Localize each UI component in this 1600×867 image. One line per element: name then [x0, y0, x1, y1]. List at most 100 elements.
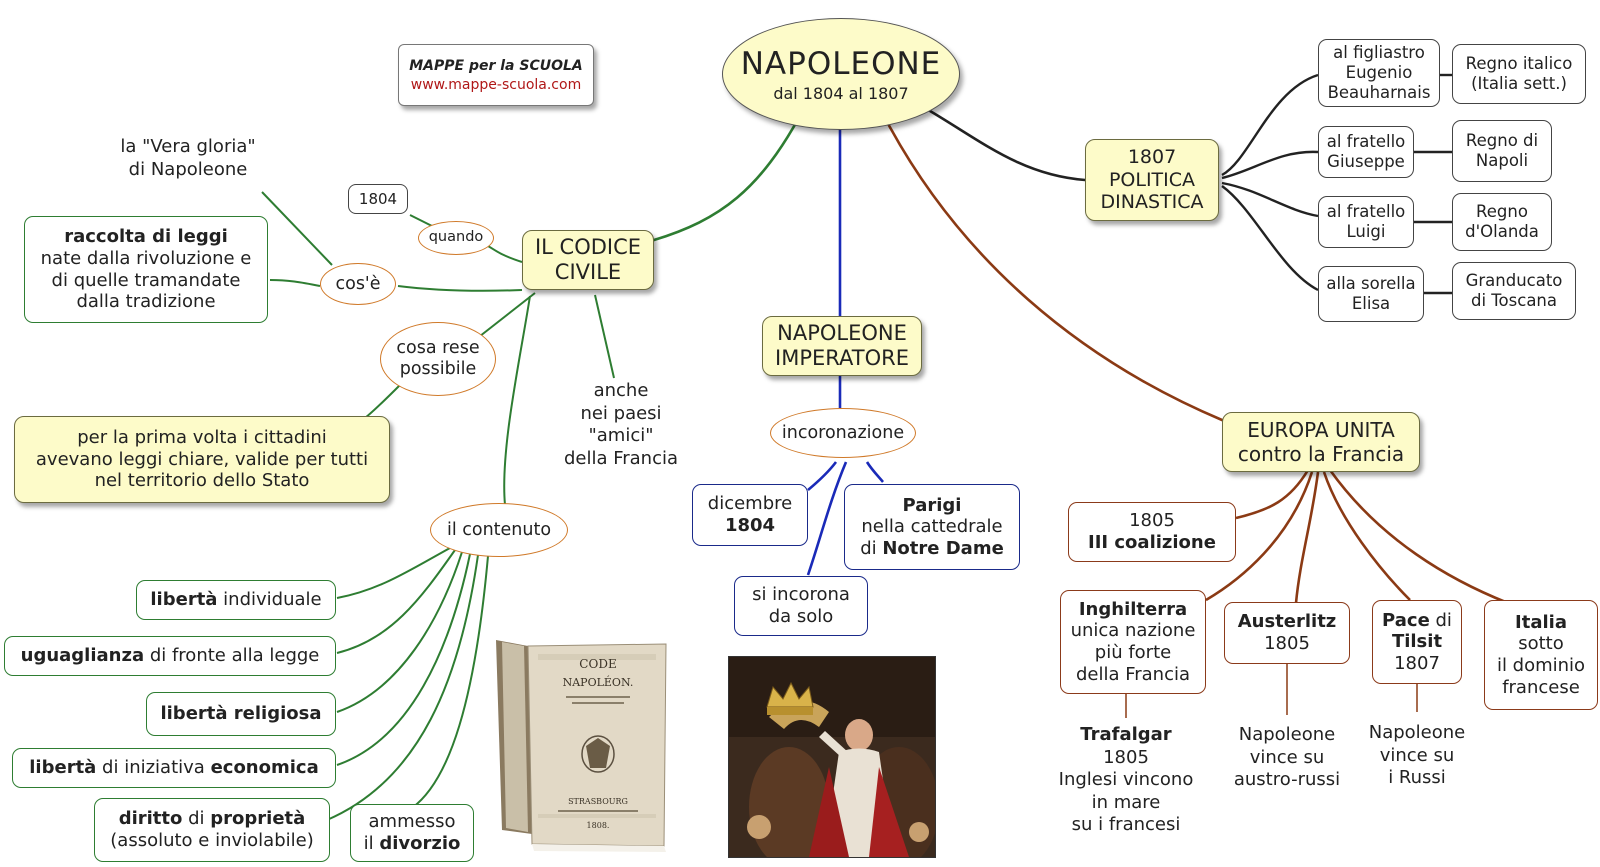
liberta-ind-bold: libertà	[150, 589, 218, 611]
elisa-box: alla sorella Elisa	[1318, 266, 1424, 322]
code-napoleon-book-image: CODE NAPOLÉON. STRASBOURG 1808.	[488, 634, 672, 852]
tilsit-rest: di	[1429, 609, 1452, 631]
tilsit-note-line1: Napoleone	[1368, 722, 1466, 743]
codice-civile-node: IL CODICE CIVILE	[522, 230, 654, 290]
luigi-line1: al fratello	[1326, 202, 1406, 222]
raccolta-bold: raccolta di leggi	[64, 226, 228, 248]
credit-title: MAPPE per la SCUOLA	[409, 57, 583, 74]
trafalgar-line3: Inglesi vincono	[1058, 769, 1194, 790]
inghilterra-line3: più forte	[1094, 642, 1172, 663]
giuseppe-box: al fratello Giuseppe	[1318, 126, 1414, 178]
regno-olanda-line2: d'Olanda	[1465, 222, 1539, 241]
dicembre-box: dicembre 1804	[692, 484, 808, 546]
prima-volta-line1: per la prima volta i cittadini	[77, 427, 327, 449]
prima-volta-line3: nel territorio dello Stato	[94, 470, 310, 492]
coronation-painting-image	[728, 656, 936, 858]
divorzio-line1: ammesso	[368, 811, 456, 833]
regno-italico-line1: Regno italico	[1465, 54, 1573, 74]
quando-oval: quando	[418, 221, 494, 255]
trafalgar-bold: Trafalgar	[1080, 724, 1172, 745]
tilsit-bold1: Pace	[1382, 609, 1430, 631]
inghilterra-line2: unica nazione	[1070, 620, 1196, 642]
figliastro-line2: Eugenio	[1345, 63, 1413, 83]
divorzio-bold: divorzio	[379, 833, 461, 854]
si-incorona-line2: da solo	[768, 606, 834, 627]
cose-label: cos'è	[335, 273, 381, 294]
coalizione-bold: III coalizione	[1088, 532, 1216, 553]
inghilterra-box: Inghilterra unica nazione più forte dell…	[1060, 590, 1206, 694]
regno-italico-line2: (Italia sett.)	[1471, 74, 1567, 93]
map-subtitle: dal 1804 al 1807	[773, 83, 909, 103]
proprieta-bold1: diritto	[118, 808, 183, 830]
vera-gloria-line2: di Napoleone	[128, 158, 248, 180]
inghilterra-bold: Inghilterra	[1078, 598, 1188, 620]
coalizione-year: 1805	[1129, 510, 1175, 532]
tilsit-note: Napoleone vince su i Russi	[1362, 722, 1472, 790]
proprieta-box: diritto di proprietà (assoluto e inviola…	[94, 798, 330, 862]
tilsit-bold2: Tilsit	[1391, 631, 1443, 653]
contenuto-oval: il contenuto	[430, 503, 568, 557]
tilsit-note-line2: vince su	[1379, 744, 1455, 766]
divorzio-box: ammesso il divorzio	[350, 804, 474, 862]
book-line4: 1808.	[587, 821, 610, 830]
anche-note: anche nei paesi "amici" della Francia	[556, 380, 686, 470]
credit-badge[interactable]: MAPPE per la SCUOLA www.mappe-scuola.com	[398, 44, 594, 106]
italia-line3: il dominio	[1496, 655, 1586, 676]
credit-url[interactable]: www.mappe-scuola.com	[410, 76, 582, 93]
imperial-eagle-icon	[581, 735, 615, 773]
parigi-bold: Parigi	[902, 494, 962, 516]
proprieta-bold2: proprietà	[210, 808, 306, 830]
politica-line1: 1807	[1127, 145, 1177, 168]
imperatore-line2: IMPERATORE	[775, 346, 909, 370]
regno-italico-box: Regno italico (Italia sett.)	[1452, 44, 1586, 104]
book-line2: NAPOLÉON.	[563, 675, 634, 689]
parigi-box: Parigi nella cattedrale di Notre Dame	[844, 484, 1020, 570]
year-1804-box: 1804	[348, 184, 408, 214]
iniziativa-bold2: economica	[210, 757, 319, 779]
raccolta-line2: nate dalla rivoluzione e	[40, 247, 252, 269]
elisa-line2: Elisa	[1351, 294, 1391, 313]
proprieta-rest: di	[182, 808, 211, 830]
austerlitz-note-line1: Napoleone	[1238, 724, 1336, 745]
raccolta-leggi-box: raccolta di leggi nate dalla rivoluzione…	[24, 216, 268, 323]
proprieta-line2: (assoluto e inviolabile)	[110, 830, 314, 851]
prima-volta-box: per la prima volta i cittadini avevano l…	[14, 416, 390, 503]
anche-line1: anche	[593, 380, 649, 401]
giuseppe-line1: al fratello	[1326, 132, 1406, 152]
dicembre-year: 1804	[724, 515, 776, 536]
europa-unita-node: EUROPA UNITA contro la Francia	[1222, 412, 1420, 472]
figliastro-box: al figliastro Eugenio Beauharnais	[1318, 39, 1440, 107]
parigi-line2: nella cattedrale	[861, 516, 1003, 538]
imperatore-line1: NAPOLEONE	[777, 320, 907, 345]
codice-title-line1: IL CODICE	[534, 234, 642, 259]
regno-olanda-line1: Regno	[1476, 202, 1528, 222]
map-title: NAPOLEONE	[740, 45, 942, 82]
granducato-line2: di Toscana	[1470, 291, 1558, 310]
anche-line4: della Francia	[563, 447, 679, 469]
luigi-box: al fratello Luigi	[1318, 196, 1414, 248]
quando-label: quando	[428, 229, 484, 246]
politica-line3: DINASTICA	[1100, 191, 1204, 214]
cose-oval: cos'è	[320, 263, 396, 305]
giuseppe-line2: Giuseppe	[1327, 152, 1405, 171]
italia-line4: francese	[1502, 676, 1580, 698]
central-topic: NAPOLEONE dal 1804 al 1807	[722, 18, 960, 130]
austerlitz-year: 1805	[1264, 633, 1310, 654]
granducato-box: Granducato di Toscana	[1452, 262, 1576, 320]
tilsit-year: 1807	[1394, 652, 1440, 674]
europa-line1: EUROPA UNITA	[1247, 418, 1395, 442]
austerlitz-note-line2: vince su	[1249, 746, 1325, 768]
austerlitz-note-line3: austro-russi	[1233, 769, 1341, 790]
regno-napoli-line1: Regno di	[1465, 131, 1539, 151]
liberta-religiosa-box: libertà religiosa	[146, 692, 336, 736]
coalizione-box: 1805 III coalizione	[1068, 502, 1236, 562]
regno-napoli-box: Regno di Napoli	[1452, 120, 1552, 182]
iniziativa-bold1: libertà	[29, 757, 97, 779]
imperatore-node: NAPOLEONE IMPERATORE	[762, 316, 922, 376]
trafalgar-note: Trafalgar 1805 Inglesi vincono in mare s…	[1050, 724, 1202, 837]
italia-box: Italia sotto il dominio francese	[1484, 600, 1598, 710]
europa-line2: contro la Francia	[1237, 442, 1405, 466]
inghilterra-line4: della Francia	[1075, 663, 1191, 685]
anche-line2: nei paesi	[580, 402, 662, 424]
liberta-rel-bold: libertà religiosa	[160, 703, 322, 725]
